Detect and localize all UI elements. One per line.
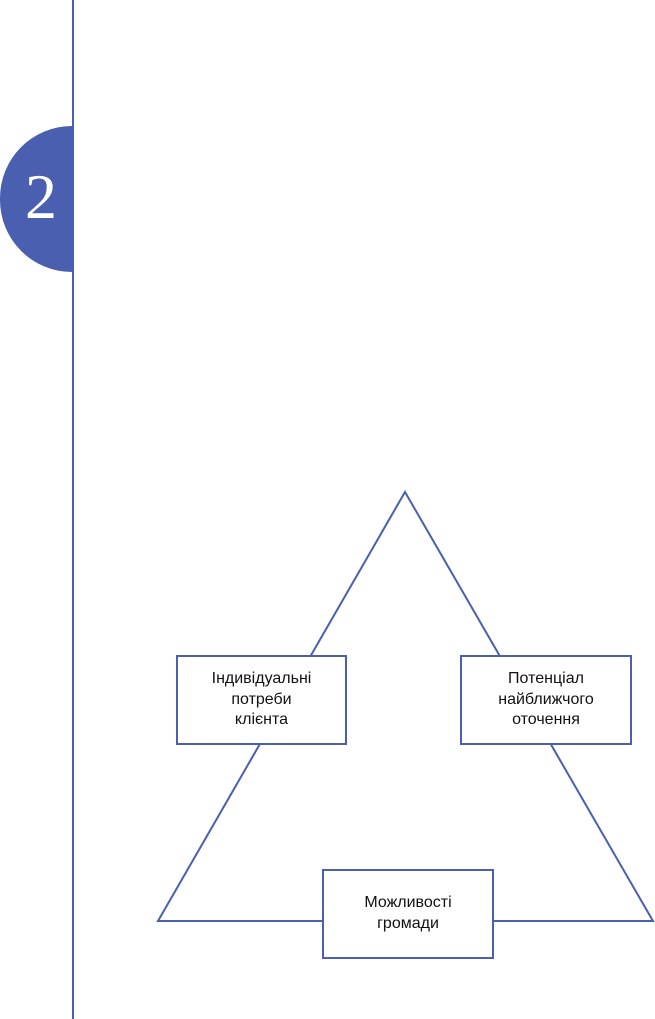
node-environment-potential: Потенціал найближчого оточення (460, 655, 632, 745)
node-community-opportunities: Можливості громади (322, 869, 494, 959)
node-client-needs: Індивідуальні потреби клієнта (176, 655, 347, 745)
